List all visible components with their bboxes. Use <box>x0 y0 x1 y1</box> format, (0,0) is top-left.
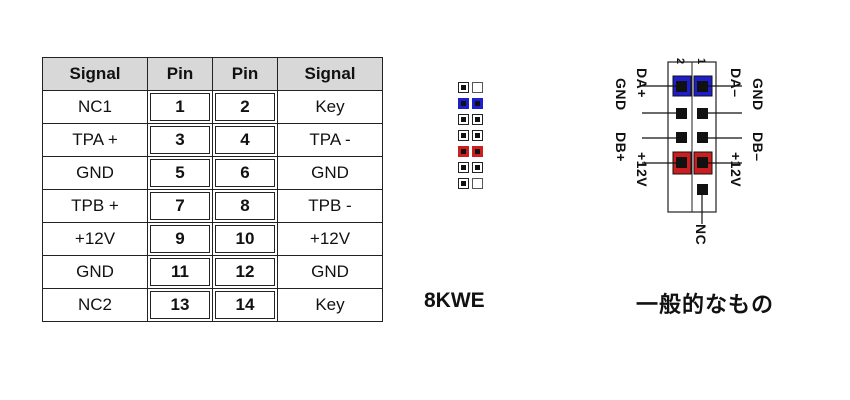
header-signal-left: Signal <box>42 57 148 91</box>
kwe-pin <box>472 130 483 141</box>
pin-8 <box>676 157 687 168</box>
signal-right-cell: Key <box>277 288 383 322</box>
kwe-pin-row <box>458 98 483 109</box>
col-number-2: 2 <box>674 58 686 65</box>
label-da-minus: DA– <box>728 68 744 98</box>
kwe-header-diagram <box>458 82 483 194</box>
pin-left-cell: 5 <box>147 156 213 190</box>
pin-left-cell: 1 <box>147 90 213 124</box>
kwe-caption: 8KWE <box>424 289 485 312</box>
signal-left-cell: NC1 <box>42 90 148 124</box>
kwe-pin <box>472 114 483 125</box>
kwe-pin <box>472 98 483 109</box>
kwe-pin <box>458 178 469 189</box>
label-12v-left: +12V <box>634 152 650 188</box>
signal-right-cell: Key <box>277 90 383 124</box>
header-pin-right: Pin <box>212 57 278 91</box>
signal-left-cell: TPB + <box>42 189 148 223</box>
pin-2 <box>676 81 687 92</box>
kwe-key-position <box>472 82 483 93</box>
signal-right-cell: GND <box>277 255 383 289</box>
kwe-pin-row <box>458 178 483 189</box>
kwe-pin-row <box>458 162 483 173</box>
pin-left-cell: 11 <box>147 255 213 289</box>
pin-right-cell: 4 <box>212 123 278 157</box>
kwe-pin-row <box>458 130 483 141</box>
kwe-pin <box>458 82 469 93</box>
pin-right-cell: 14 <box>212 288 278 322</box>
label-gnd-right: GND <box>750 78 766 111</box>
signal-right-cell: TPA - <box>277 123 383 157</box>
pin-right-cell: 6 <box>212 156 278 190</box>
label-da-plus: DA+ <box>634 68 650 98</box>
pin-right-cell: 10 <box>212 222 278 256</box>
generic-caption: 一般的なもの <box>636 292 775 317</box>
signal-left-cell: GND <box>42 156 148 190</box>
pin-6 <box>676 132 687 143</box>
kwe-pin-row <box>458 146 483 157</box>
pin-left-cell: 7 <box>147 189 213 223</box>
pin-right-cell: 12 <box>212 255 278 289</box>
kwe-pin <box>458 162 469 173</box>
label-db-minus: DB– <box>750 132 766 162</box>
signal-right-cell: TPB - <box>277 189 383 223</box>
kwe-pin <box>458 130 469 141</box>
label-nc: NC <box>693 224 709 246</box>
pin-5 <box>697 132 708 143</box>
pin-left-cell: 13 <box>147 288 213 322</box>
pin-right-cell: 2 <box>212 90 278 124</box>
kwe-pin <box>458 114 469 125</box>
label-db-plus: DB+ <box>613 132 629 162</box>
signal-right-cell: +12V <box>277 222 383 256</box>
signal-right-cell: GND <box>277 156 383 190</box>
kwe-pin-row <box>458 82 483 93</box>
generic-header-svg <box>642 61 742 224</box>
table-header-row: Signal Pin Pin Signal <box>42 57 383 91</box>
label-gnd-left: GND <box>613 78 629 111</box>
kwe-pin <box>458 146 469 157</box>
pin-right-cell: 8 <box>212 189 278 223</box>
signal-left-cell: NC2 <box>42 288 148 322</box>
col-number-1: 1 <box>695 58 707 65</box>
label-12v-right: +12V <box>728 152 744 188</box>
kwe-pin-row <box>458 114 483 125</box>
signal-left-cell: TPA + <box>42 123 148 157</box>
pin-7 <box>697 157 708 168</box>
pin-9 <box>697 184 708 195</box>
signal-left-cell: +12V <box>42 222 148 256</box>
pin-left-cell: 9 <box>147 222 213 256</box>
kwe-pin <box>472 146 483 157</box>
signal-left-cell: GND <box>42 255 148 289</box>
pin-4 <box>676 108 687 119</box>
kwe-key-position <box>472 178 483 189</box>
kwe-pin <box>472 162 483 173</box>
pin-left-cell: 3 <box>147 123 213 157</box>
kwe-pin <box>458 98 469 109</box>
generic-header-diagram: 2 1 DA+ GND DB+ +12V DA– GND DB– +12V NC <box>596 56 776 261</box>
pin-3 <box>697 108 708 119</box>
header-signal-right: Signal <box>277 57 383 91</box>
pin-1 <box>697 81 708 92</box>
header-pin-left: Pin <box>147 57 213 91</box>
